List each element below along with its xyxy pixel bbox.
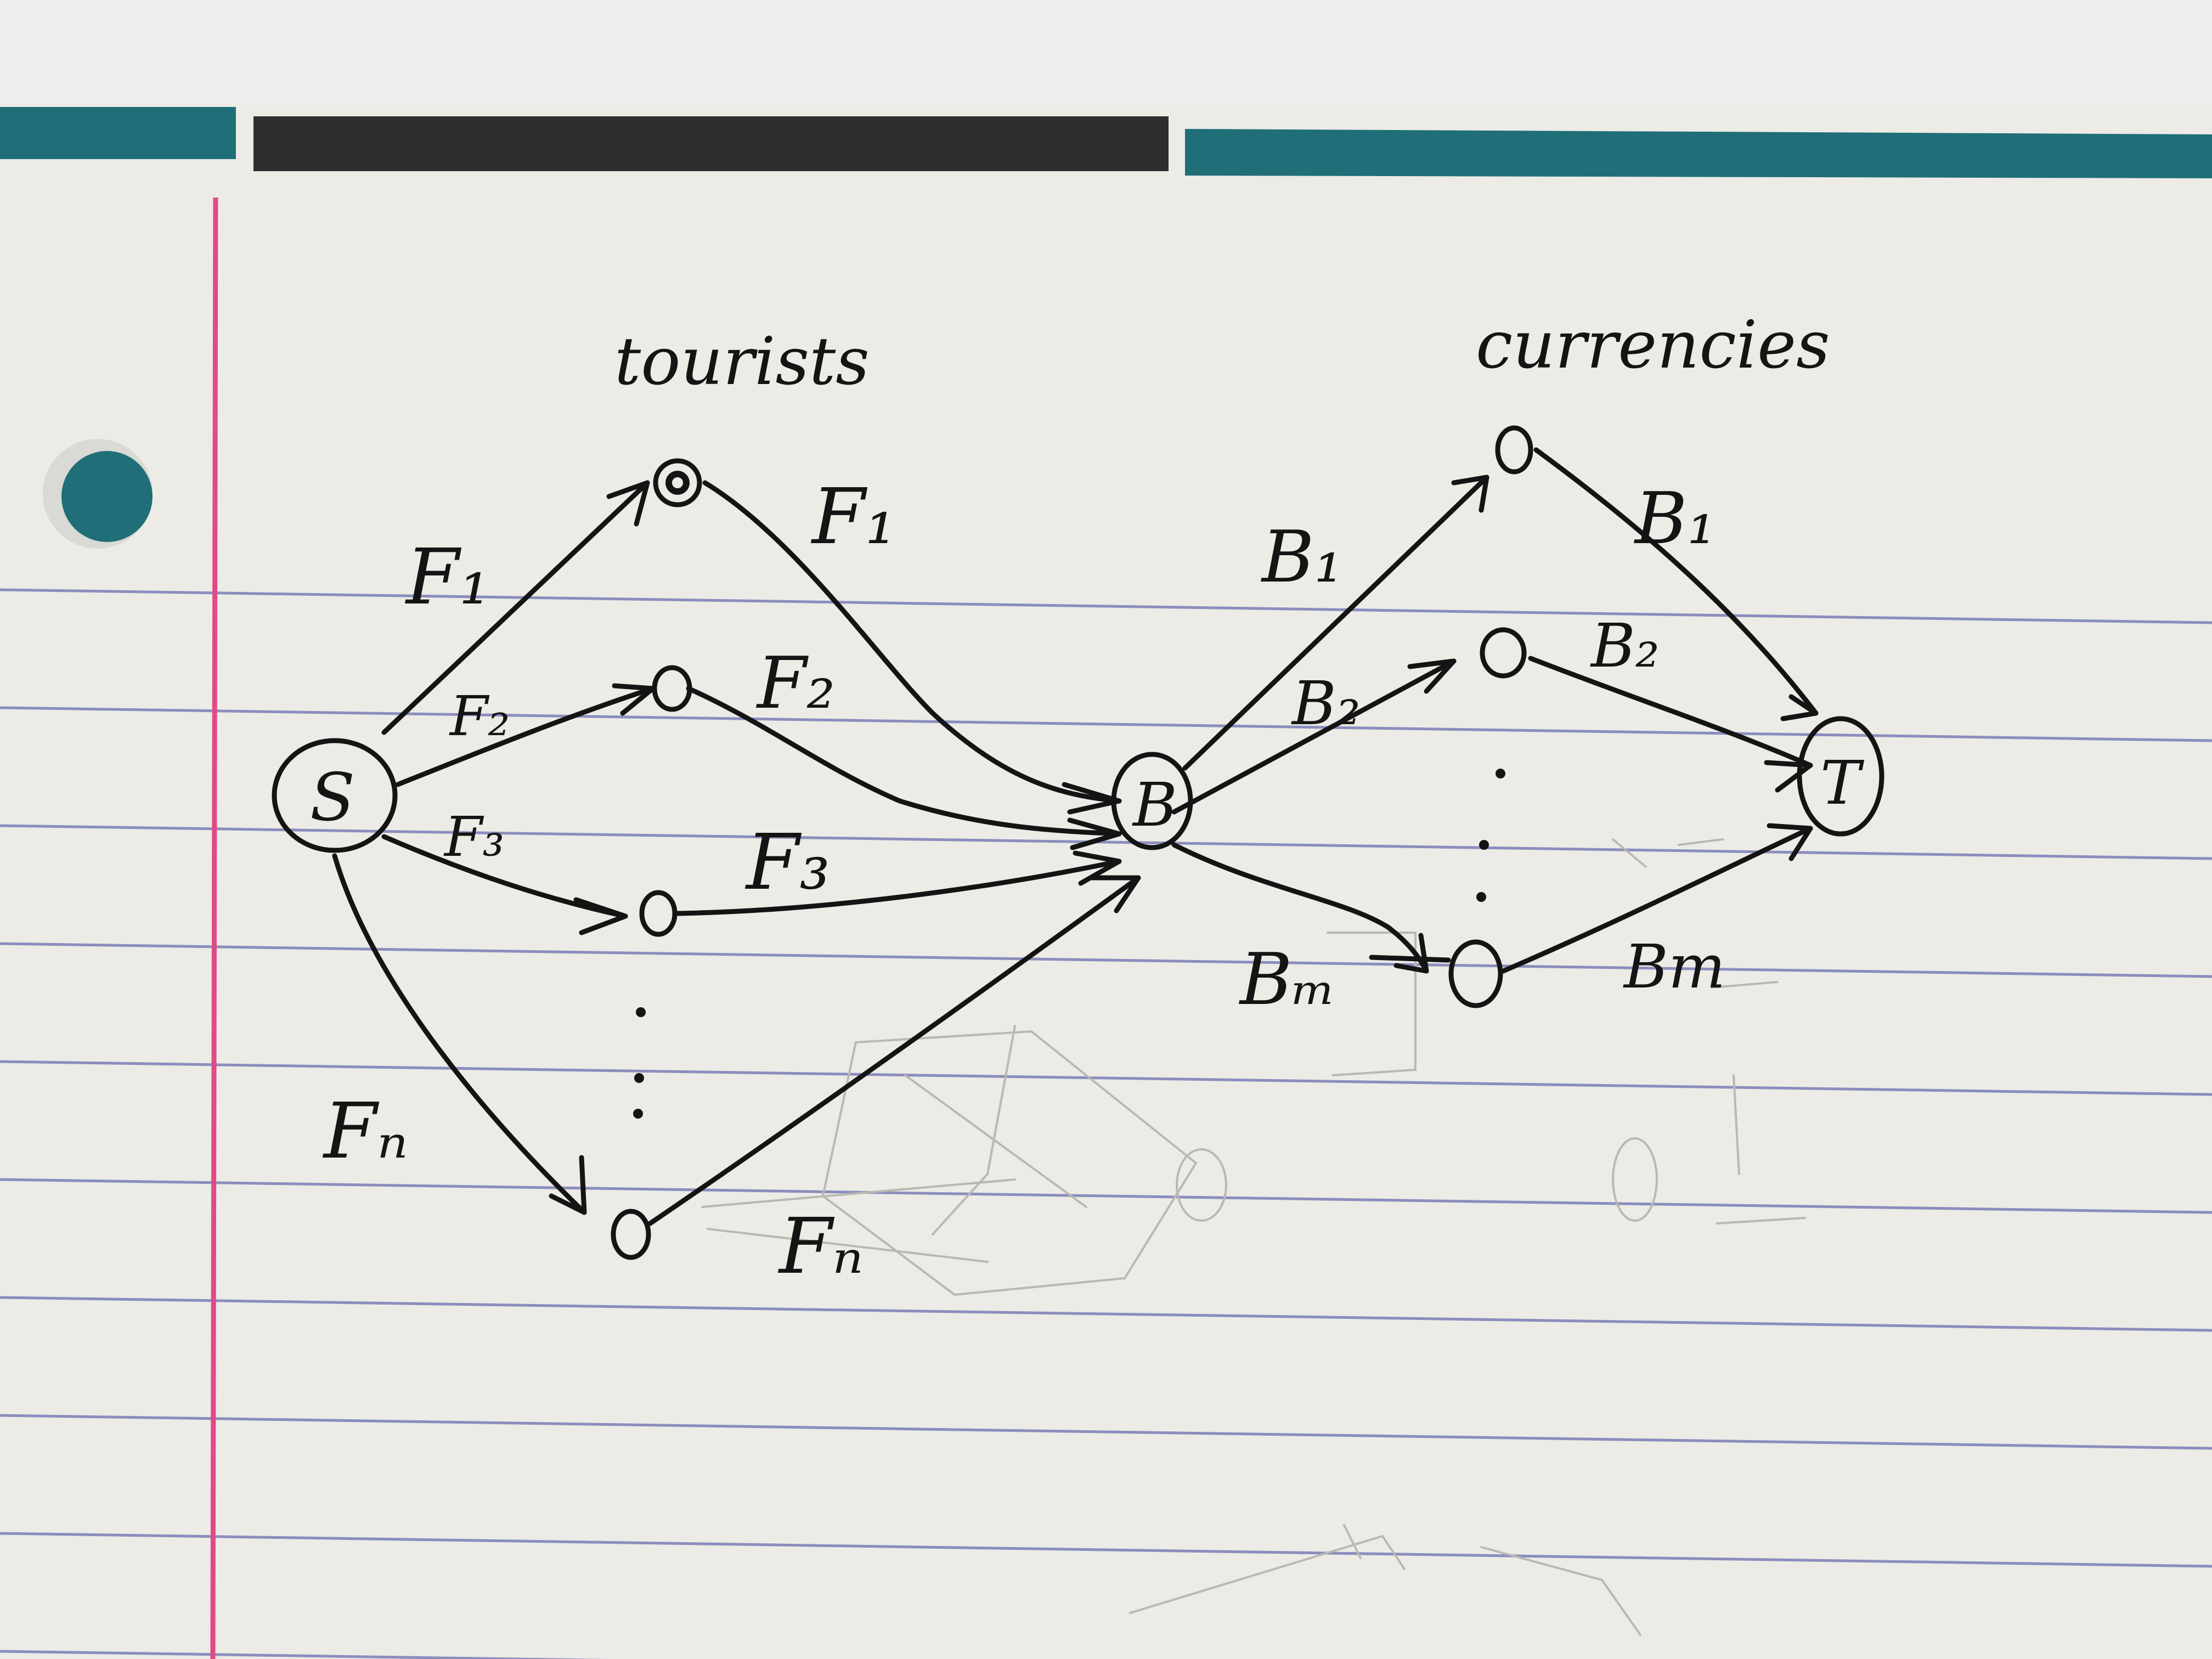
tourist-node-1-fill <box>665 471 690 495</box>
edge-tourist-2-to-b <box>686 686 1122 837</box>
label-c2-t: B₂ <box>1590 611 1660 681</box>
label-t1-b: F₁ <box>810 472 896 562</box>
edge-b-to-currency-m-tail <box>1369 955 1451 963</box>
arrowhead <box>1764 760 1813 793</box>
binder-hole <box>43 439 153 549</box>
currency-node-2 <box>1480 627 1527 679</box>
ruled-line <box>0 824 2212 860</box>
label-b-c1: B₁ <box>1261 515 1343 599</box>
label-tn-b: Fₙ <box>777 1202 864 1291</box>
node-b: B <box>1111 752 1193 850</box>
arrowhead <box>1089 875 1141 913</box>
edge-s-to-tourist-3 <box>381 834 628 919</box>
arrowhead <box>1062 782 1122 815</box>
header-tabs <box>0 107 2212 178</box>
label-b-cm: Bₘ <box>1239 938 1336 1021</box>
arrowhead <box>1451 475 1489 513</box>
label-s-t2: F₂ <box>449 684 510 748</box>
label-cm-t: Bm <box>1623 932 1725 1002</box>
tourist-node-3 <box>639 890 678 937</box>
edge-currency-1-to-t <box>1533 447 1819 716</box>
tourist-node-1 <box>653 458 702 507</box>
tab-dark-middle <box>253 116 1169 171</box>
arrowhead <box>573 897 628 935</box>
edge-tourist-1-to-b <box>702 480 1122 804</box>
edge-currency-2-to-t <box>1528 656 1813 768</box>
edge-s-to-tourist-n <box>332 853 587 1215</box>
currency-node-1 <box>1495 425 1533 475</box>
arrowhead <box>1780 694 1819 721</box>
label-c1-t: B₁ <box>1634 477 1716 560</box>
edge-currency-m-to-t <box>1500 826 1813 974</box>
edge-b-to-currency-m <box>1171 842 1429 974</box>
ruled-lines <box>0 588 2212 1659</box>
label-t3-b: F₃ <box>744 818 830 907</box>
label-b-c2: B₂ <box>1291 668 1361 738</box>
node-t: T <box>1797 716 1884 837</box>
tourists-header: tourists <box>614 324 870 400</box>
ruled-line <box>0 1650 608 1659</box>
arrowhead <box>1407 658 1457 694</box>
label-s-t1: F₁ <box>404 533 490 622</box>
eraser-ghost-marks <box>701 838 1806 1636</box>
ruled-line <box>0 588 2212 624</box>
margin-line <box>210 197 218 1659</box>
ruled-line <box>0 1414 2212 1450</box>
edge-b-to-currency-1 <box>1182 475 1489 771</box>
arrowhead <box>549 1155 587 1215</box>
ruled-line <box>0 706 2212 742</box>
currency-ellipsis <box>1476 769 1505 902</box>
ruled-line <box>0 1296 2212 1332</box>
arrowhead <box>1067 817 1122 850</box>
ruled-line <box>0 942 2212 978</box>
edge-b-to-currency-2 <box>1171 658 1457 815</box>
label-s-t3: F₃ <box>443 805 504 869</box>
ruled-line <box>0 1532 2212 1568</box>
currencies-header: currencies <box>1476 307 1830 383</box>
node-s-label: S <box>310 760 355 836</box>
label-s-tn: Fₙ <box>322 1087 408 1176</box>
ruled-line <box>0 1060 2212 1096</box>
tourist-node-n <box>611 1209 651 1260</box>
edge-tourist-3-to-b <box>675 859 1122 916</box>
flow-network-diagram: tourists currencies <box>272 307 1884 1291</box>
tab-teal-right <box>1185 129 2212 178</box>
currency-node-m <box>1448 939 1503 1008</box>
tourist-ellipsis <box>633 1007 646 1119</box>
arrowhead <box>1393 933 1429 974</box>
tourist-node-2 <box>652 665 692 712</box>
node-s: S <box>272 738 398 853</box>
label-t2-b: F₂ <box>756 641 835 725</box>
tab-teal-left <box>0 107 236 159</box>
node-t-label: T <box>1820 748 1865 818</box>
edge-tourist-n-to-b <box>647 875 1141 1226</box>
edge-s-to-tourist-2 <box>395 686 656 787</box>
ruled-line <box>0 1178 2212 1214</box>
node-b-label: B <box>1132 770 1177 840</box>
top-shadow <box>0 0 2212 104</box>
arrowhead <box>606 480 650 527</box>
edge-s-to-tourist-1 <box>381 480 650 735</box>
arrowheads <box>549 475 1819 1215</box>
arrowhead <box>1767 823 1813 861</box>
